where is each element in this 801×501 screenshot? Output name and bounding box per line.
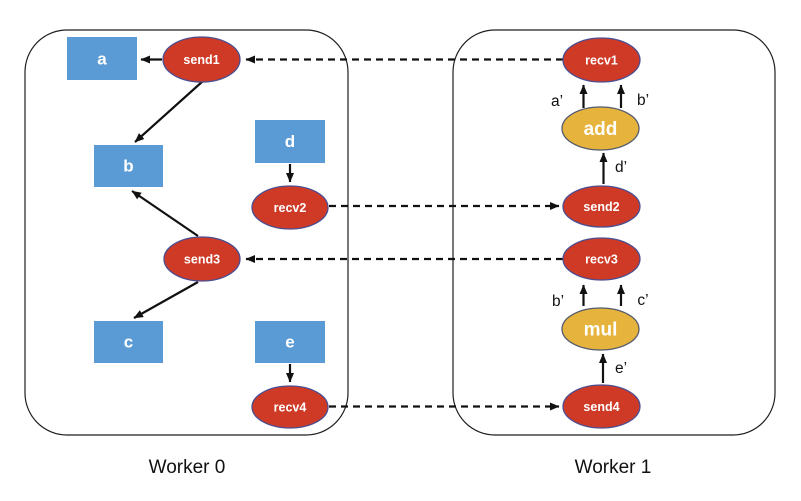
node-recv4-label: recv4	[274, 401, 307, 415]
node-b: b	[94, 145, 163, 187]
node-recv1-ellipse	[562, 37, 641, 83]
node-send1: send1	[162, 36, 241, 83]
node-mul-ellipse	[561, 307, 640, 351]
edge-send1-b-arrow	[134, 80, 204, 143]
node-send2-label: send2	[583, 200, 619, 214]
edge-label-c-prime: c’	[637, 292, 648, 309]
node-recv2: recv2	[251, 185, 329, 230]
node-c-label: c	[124, 333, 133, 352]
node-send1-ellipse	[162, 36, 241, 83]
node-send2-ellipse	[562, 185, 641, 228]
edge-send3-b-arrow	[131, 190, 199, 237]
node-send4-ellipse	[562, 384, 641, 429]
node-send3-ellipse	[163, 236, 241, 282]
node-recv1-label: recv1	[585, 54, 618, 68]
node-send3: send3	[163, 236, 241, 282]
node-recv3-ellipse	[562, 237, 641, 281]
node-recv3: recv3	[562, 237, 641, 281]
worker0-caption: Worker 0	[149, 457, 226, 478]
node-recv4: recv4	[251, 385, 329, 429]
edge-label-b-prime-top: b’	[637, 92, 649, 109]
node-add: add	[561, 106, 640, 151]
worker1-box	[452, 29, 776, 436]
node-b-rect	[94, 145, 163, 187]
node-a-label: a	[97, 50, 107, 69]
node-send2: send2	[562, 185, 641, 228]
node-e-rect	[255, 321, 325, 363]
edge-send3-c-arrow	[133, 281, 199, 319]
node-add-ellipse	[561, 106, 640, 151]
edge-label-a-prime: a’	[551, 93, 563, 110]
node-a: a	[67, 37, 137, 80]
node-e-label: e	[285, 333, 294, 352]
node-send4: send4	[562, 384, 641, 429]
node-add-label: add	[584, 119, 618, 140]
node-b-label: b	[123, 157, 133, 176]
node-c-rect	[94, 321, 163, 363]
node-e: e	[255, 321, 325, 363]
node-d-label: d	[285, 132, 295, 151]
node-c: c	[94, 321, 163, 363]
node-recv2-ellipse	[251, 185, 329, 230]
node-send1-label: send1	[183, 53, 219, 67]
node-a-rect	[67, 37, 137, 80]
node-send4-label: send4	[583, 400, 619, 414]
edge-label-b-prime-bottom: b’	[552, 293, 564, 310]
node-recv2-label: recv2	[274, 201, 307, 215]
node-mul: mul	[561, 307, 640, 351]
node-d: d	[255, 120, 325, 163]
node-send3-label: send3	[184, 253, 220, 267]
worker0-box	[24, 29, 349, 436]
node-recv3-label: recv3	[585, 253, 618, 267]
node-recv1: recv1	[562, 37, 641, 83]
node-mul-label: mul	[584, 320, 618, 341]
edge-label-d-prime: d’	[615, 159, 627, 176]
worker1-caption: Worker 1	[575, 457, 652, 478]
edge-label-e-prime: e’	[615, 360, 627, 377]
node-recv4-ellipse	[251, 385, 329, 429]
node-d-rect	[255, 120, 325, 163]
